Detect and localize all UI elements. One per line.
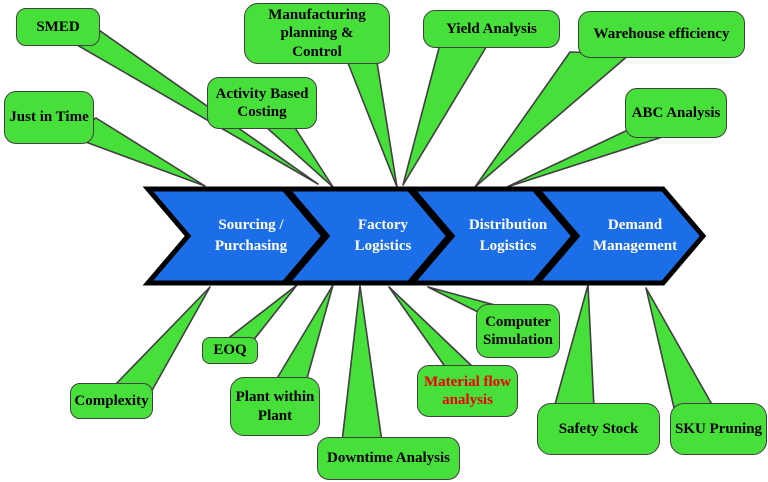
callout-tails — [57, 27, 715, 443]
callout-yield-analysis: Yield Analysis — [423, 10, 560, 48]
callout-manufacturing-planning-control: Manufacturing planning & Control — [244, 3, 390, 64]
callout-sku-pruning: SKU Pruning — [670, 403, 767, 455]
callout-safety-stock: Safety Stock — [537, 403, 660, 455]
callout-computer-simulation: Computer Simulation — [476, 304, 560, 358]
tail-sku-pruning — [645, 287, 715, 409]
callout-plant-within-plant: Plant within Plant — [230, 377, 320, 436]
arrow-label-sourcing-purchasing: Sourcing / Purchasing — [214, 217, 288, 254]
callout-complexity: Complexity — [70, 383, 153, 419]
tail-complexity — [111, 286, 211, 395]
process-arrow-shapes — [142, 186, 707, 286]
arrow-label-demand-management: Demand Management — [592, 217, 678, 254]
callout-smed: SMED — [16, 8, 100, 46]
callout-activity-based-costing: Activity Based Costing — [207, 77, 317, 129]
tail-eoq — [225, 284, 298, 343]
callout-downtime-analysis: Downtime Analysis — [317, 437, 460, 480]
arrow-shape-demand — [531, 186, 707, 286]
callout-just-in-time: Just in Time — [4, 91, 94, 144]
tail-yield-analysis — [402, 43, 489, 186]
tail-downtime-analysis — [341, 285, 383, 443]
callout-eoq: EOQ — [202, 337, 258, 364]
callout-warehouse-efficiency: Warehouse efficiency — [578, 11, 745, 58]
arrow-label-factory-logistics: Factory Logistics — [354, 217, 412, 254]
tail-safety-stock — [553, 284, 595, 409]
callout-material-flow-analysis: Material flow analysis — [417, 365, 518, 417]
callout-abc-analysis: ABC Analysis — [625, 88, 727, 138]
tail-manufacturing-planning — [345, 55, 398, 188]
arrow-label-distribution-logistics: Distribution Logistics — [468, 217, 548, 254]
